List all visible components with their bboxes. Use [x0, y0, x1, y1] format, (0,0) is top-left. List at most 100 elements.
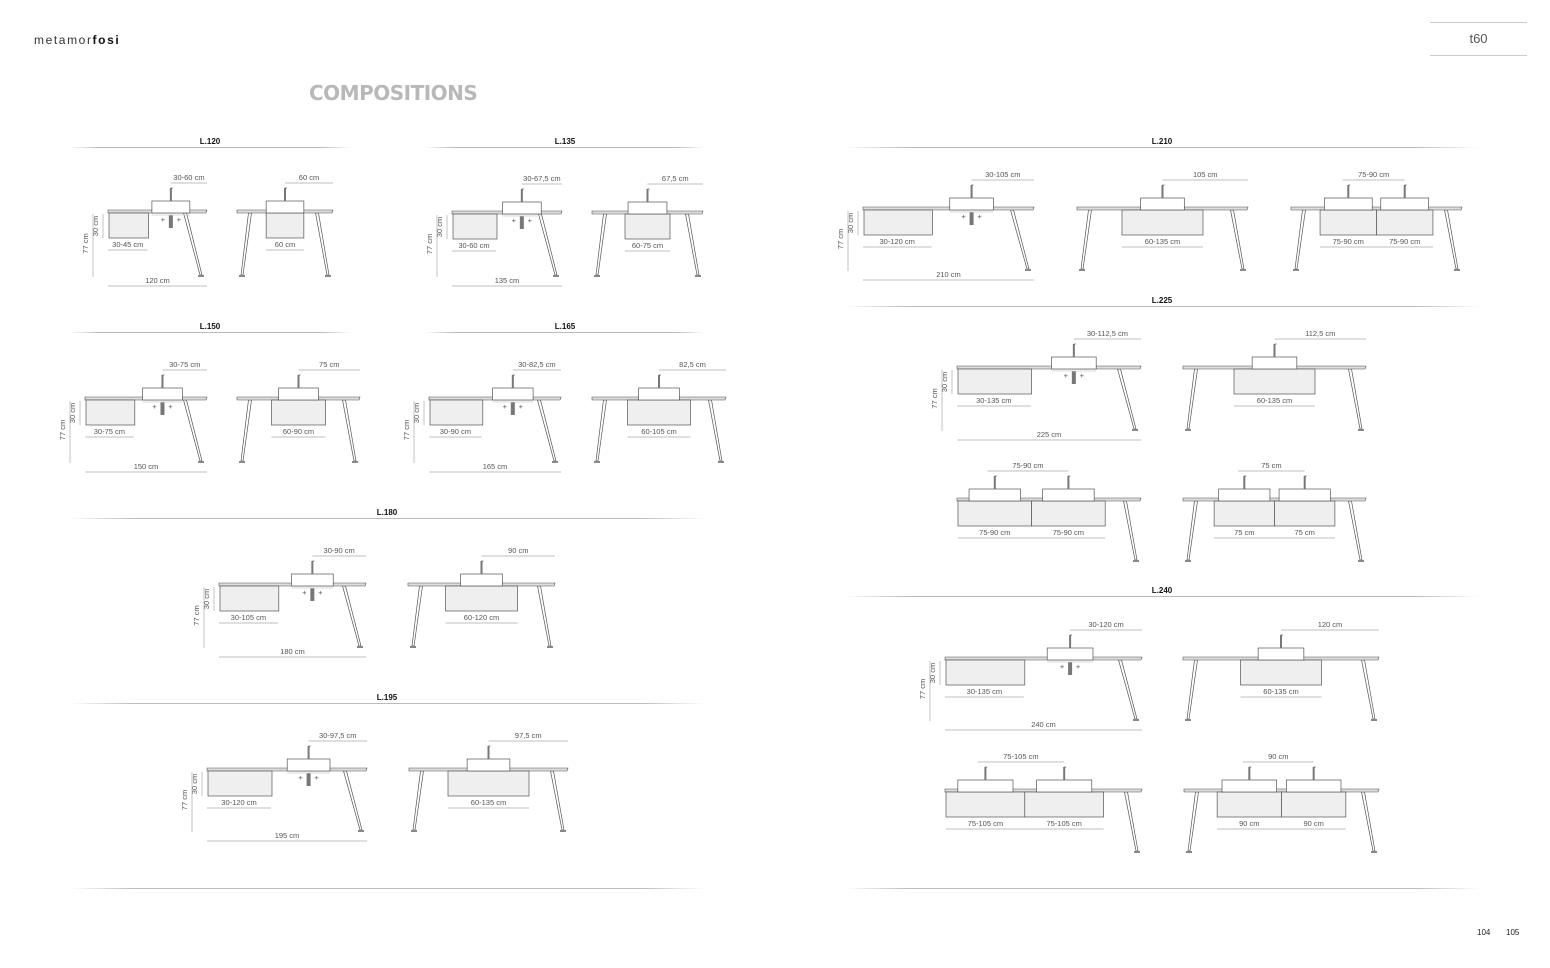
table-leg: [1444, 209, 1459, 270]
faucet: [169, 188, 172, 201]
divider: [70, 518, 705, 519]
faucet: [480, 561, 483, 574]
cabinet: [1213, 500, 1275, 527]
cabinet: [85, 399, 136, 426]
leg-foot: [547, 646, 553, 648]
dim-cabinet-height: 30 cm: [190, 774, 199, 794]
cabinet: [445, 585, 518, 612]
dim-cabinet-height: 30 cm: [68, 403, 77, 423]
washbasin: [286, 758, 331, 772]
dim-basin-width: 30-75 cm: [169, 360, 200, 369]
dim-total-width: 210 cm: [936, 270, 961, 279]
plus-mark: +: [314, 773, 319, 782]
dim-height: 77 cm: [930, 388, 939, 408]
table-leg: [1118, 659, 1138, 720]
plus-mark: +: [298, 773, 303, 782]
leg-foot: [352, 461, 358, 463]
plus-mark: +: [1064, 371, 1069, 380]
dim-total-width: 180 cm: [280, 647, 305, 656]
faucet: [984, 767, 987, 780]
dim-basin-width: 75-90 cm: [1012, 461, 1043, 470]
divider: [845, 888, 1480, 889]
divider: [70, 147, 350, 148]
faucet: [311, 561, 314, 574]
section-heading-l120: L.120: [199, 137, 221, 146]
washbasin: [278, 387, 319, 401]
plus-mark: +: [1080, 371, 1085, 380]
table-leg: [1230, 209, 1245, 270]
dim-cabinet-width: 60-135 cm: [1263, 687, 1298, 696]
dim-total-width: 240 cm: [1031, 720, 1056, 729]
countertop: [1290, 206, 1463, 211]
faucet: [1273, 344, 1276, 357]
product-code: t60: [1430, 22, 1527, 56]
dim-cabinet-width: 75-105 cm: [968, 819, 1003, 828]
cabinet: [627, 399, 691, 426]
divider: [425, 332, 705, 333]
leg-foot: [552, 461, 558, 463]
faucet: [307, 746, 310, 759]
table-leg: [183, 399, 203, 462]
washbasin: [1218, 488, 1271, 502]
dim-basin-width: 82,5 cm: [679, 360, 706, 369]
countertop: [956, 365, 1142, 370]
leg-foot: [1454, 269, 1460, 271]
cabinet: [429, 399, 484, 426]
leg-foot: [325, 275, 331, 277]
dim-basin-width: 90 cm: [1268, 752, 1288, 761]
siphon: [1068, 662, 1073, 675]
leg-foot: [239, 275, 245, 277]
dim-cabinet-width: 60-135 cm: [1257, 396, 1292, 405]
dim-cabinet-width: 60-105 cm: [641, 427, 676, 436]
leg-foot: [410, 646, 416, 648]
washbasin: [1257, 647, 1305, 661]
leg-foot: [1358, 560, 1364, 562]
faucet: [646, 189, 649, 202]
divider: [70, 332, 350, 333]
table-leg: [1117, 368, 1137, 430]
dim-height: 77 cm: [425, 234, 434, 254]
leg-foot: [1185, 429, 1191, 431]
faucet: [1243, 476, 1246, 489]
table-leg: [342, 399, 357, 462]
leg-foot: [1293, 269, 1299, 271]
dim-cabinet-width: 30-60 cm: [458, 241, 489, 250]
table-leg: [343, 770, 363, 831]
leg-foot: [411, 830, 417, 832]
washbasin: [627, 201, 668, 215]
dim-basin-width: 75-90 cm: [1358, 170, 1389, 179]
section-heading-l180: L.180: [376, 508, 398, 517]
washbasin: [502, 201, 542, 215]
dim-basin-width: 97,5 cm: [515, 731, 542, 740]
plus-mark: +: [302, 588, 307, 597]
dim-cabinet-width: 30-135 cm: [967, 687, 1002, 696]
cabinet: [207, 770, 273, 797]
dim-height: 77 cm: [918, 679, 927, 699]
table-leg: [537, 399, 557, 462]
faucet: [1312, 767, 1315, 780]
dim-cabinet-width: 60-120 cm: [464, 613, 499, 622]
dim-basin-width: 30-60 cm: [173, 173, 204, 182]
dim-basin-width: 30-120 cm: [1088, 620, 1123, 629]
washbasin: [1323, 197, 1373, 211]
table-leg: [1186, 500, 1198, 561]
siphon: [310, 588, 315, 601]
dim-cabinet-width: 60-90 cm: [283, 427, 314, 436]
dim-basin-width: 30-105 cm: [985, 170, 1020, 179]
dim-cabinet-width: 60-135 cm: [471, 798, 506, 807]
table-leg: [240, 212, 252, 276]
cabinet: [447, 770, 530, 797]
dim-height: 77 cm: [81, 233, 90, 253]
dim-cabinet-width: 30-135 cm: [976, 396, 1011, 405]
leg-foot: [1240, 269, 1246, 271]
leg-foot: [1133, 560, 1139, 562]
faucet: [1072, 344, 1075, 357]
